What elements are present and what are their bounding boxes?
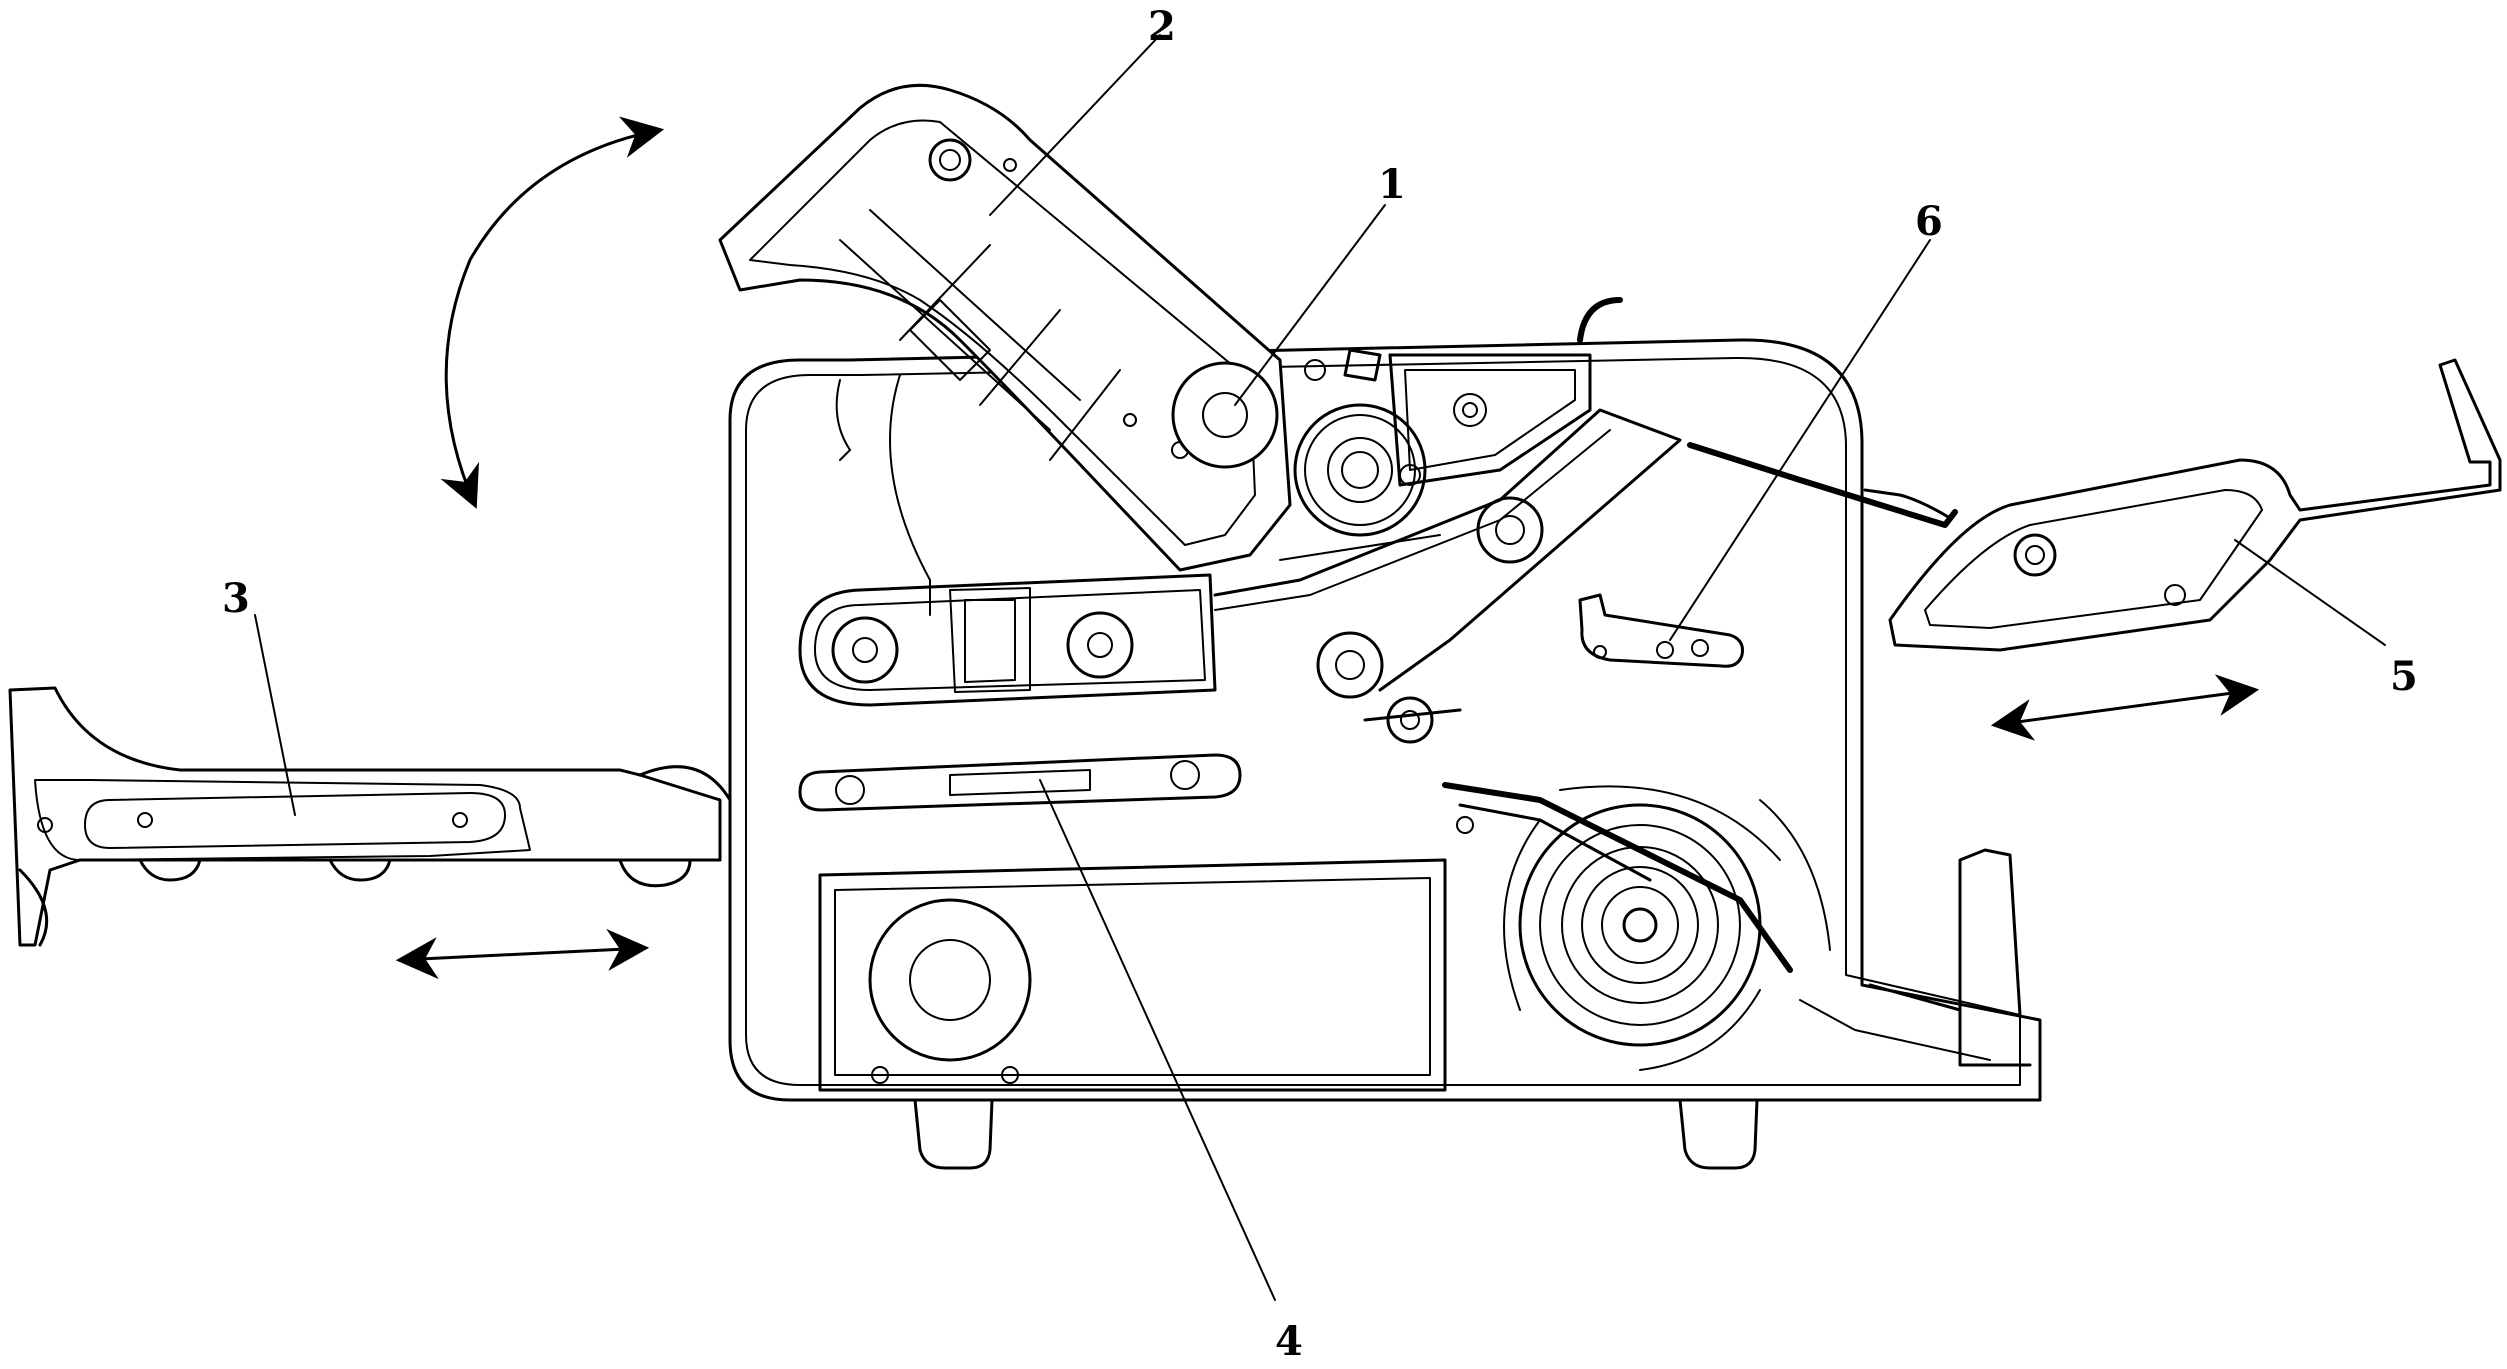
right-tray-arrow [1995,690,2255,725]
leader-6 [1670,240,1930,640]
leader-5 [2235,540,2385,645]
label-5: 5 [2390,653,2418,700]
right-tray [1690,360,2500,650]
spiral-spring [1445,785,1830,1070]
left-tray-arrow [400,948,645,960]
cover [720,85,1290,570]
left-foot [915,1100,992,1168]
label-6: 6 [1915,198,1943,245]
slot [800,755,1240,810]
left-tray [10,688,730,945]
leader-4 [1040,780,1275,1300]
main-housing [730,300,2040,1168]
label-1: 1 [1378,161,1406,208]
label-4: 4 [1275,1318,1303,1364]
leader-lines [255,35,2385,1300]
right-foot [1680,1100,1757,1168]
upper-mechanism [1305,350,1590,485]
rotation-arrow [446,130,660,505]
reference-numerals: 1 2 3 4 5 6 [222,3,2418,1364]
lower-bin [820,860,1445,1090]
lever [1580,595,1743,666]
top-clip [1580,300,1620,340]
leader-1 [1235,205,1385,405]
label-2: 2 [1148,3,1176,50]
label-3: 3 [222,575,250,622]
